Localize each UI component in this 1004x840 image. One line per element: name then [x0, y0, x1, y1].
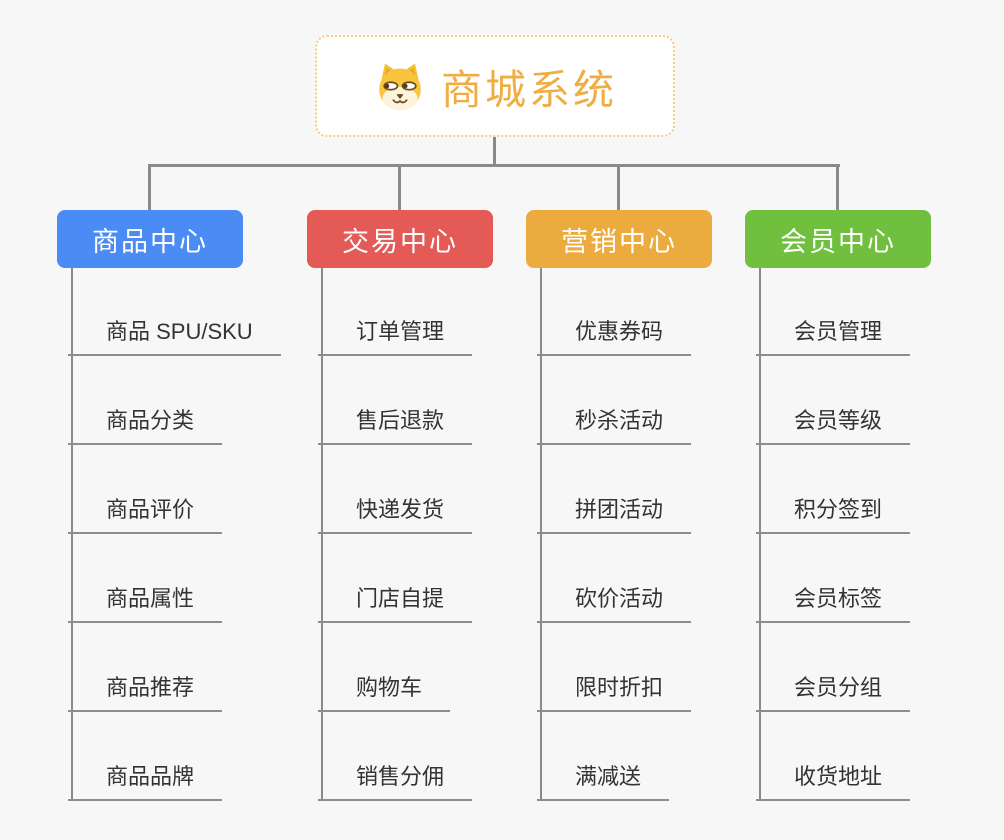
- leaf-row: 商品分类: [68, 356, 281, 445]
- leaf-row: 会员等级: [756, 356, 911, 445]
- leaf-row: 商品评价: [68, 445, 281, 534]
- leaf-row: 秒杀活动: [537, 356, 692, 445]
- leaf-topic[interactable]: 满减送: [537, 759, 670, 801]
- leaf-topic[interactable]: 售后退款: [318, 403, 473, 445]
- leaf-row: 满减送: [537, 712, 691, 801]
- leaf-row: 商品 SPU/SKU: [68, 267, 281, 356]
- leaf-topic[interactable]: 销售分佣: [318, 759, 473, 801]
- root-stem-line: [493, 137, 496, 165]
- leaf-column-marketing: 优惠券码 秒杀活动 拼团活动 砍价活动 限时折扣 满减送: [537, 267, 692, 801]
- leaf-topic[interactable]: 会员分组: [756, 670, 911, 712]
- leaf-column-products: 商品 SPU/SKU 商品分类 商品评价 商品属性 商品推荐 商品品牌: [68, 267, 281, 801]
- leaf-row: 商品推荐: [68, 623, 281, 712]
- leaf-topic[interactable]: 砍价活动: [537, 581, 692, 623]
- leaf-row: 会员分组: [756, 623, 911, 712]
- branch-drop-line-1: [148, 164, 151, 210]
- leaf-topic[interactable]: 收货地址: [756, 759, 911, 801]
- leaf-row: 订单管理: [318, 267, 473, 356]
- leaf-topic[interactable]: 快递发货: [318, 492, 473, 534]
- leaf-topic[interactable]: 秒杀活动: [537, 403, 692, 445]
- leaf-row: 商品品牌: [68, 712, 281, 801]
- leaf-topic[interactable]: 优惠券码: [537, 314, 692, 356]
- leaf-topic[interactable]: 会员等级: [756, 403, 911, 445]
- leaf-row: 优惠券码: [537, 267, 692, 356]
- leaf-topic[interactable]: 商品推荐: [68, 670, 223, 712]
- leaf-topic[interactable]: 商品评价: [68, 492, 223, 534]
- branch-topic-trade[interactable]: 交易中心: [307, 210, 493, 268]
- leaf-row: 拼团活动: [537, 445, 692, 534]
- leaf-row: 销售分佣: [318, 712, 473, 801]
- leaf-topic[interactable]: 商品品牌: [68, 759, 223, 801]
- branch-drop-line-3: [617, 164, 620, 210]
- branch-topic-members[interactable]: 会员中心: [745, 210, 931, 268]
- leaf-row: 会员标签: [756, 534, 911, 623]
- leaf-topic[interactable]: 订单管理: [318, 314, 473, 356]
- branch-drop-line-4: [836, 164, 839, 210]
- leaf-topic[interactable]: 限时折扣: [537, 670, 692, 712]
- leaf-column-trade: 订单管理 售后退款 快递发货 门店自提 购物车 销售分佣: [318, 267, 473, 801]
- root-topic-label: 商城系统: [441, 67, 617, 113]
- leaf-row: 限时折扣: [537, 623, 692, 712]
- branch-topic-marketing[interactable]: 营销中心: [526, 210, 712, 268]
- leaf-row: 积分签到: [756, 445, 911, 534]
- leaf-row: 售后退款: [318, 356, 473, 445]
- leaf-topic[interactable]: 商品属性: [68, 581, 223, 623]
- shiba-dog-face-icon: [379, 63, 421, 111]
- leaf-row: 快递发货: [318, 445, 473, 534]
- branch-bus-line: [148, 164, 840, 167]
- leaf-topic[interactable]: 购物车: [318, 670, 451, 712]
- leaf-topic[interactable]: 商品 SPU/SKU: [68, 314, 281, 356]
- branch-drop-line-2: [398, 164, 401, 210]
- leaf-topic[interactable]: 拼团活动: [537, 492, 692, 534]
- leaf-row: 门店自提: [318, 534, 473, 623]
- root-topic[interactable]: 商城系统: [315, 35, 675, 137]
- leaf-row: 会员管理: [756, 267, 911, 356]
- leaf-row: 购物车: [318, 623, 472, 712]
- leaf-topic[interactable]: 商品分类: [68, 403, 223, 445]
- leaf-row: 商品属性: [68, 534, 281, 623]
- leaf-topic[interactable]: 门店自提: [318, 581, 473, 623]
- leaf-row: 砍价活动: [537, 534, 692, 623]
- branch-topic-products[interactable]: 商品中心: [57, 210, 243, 268]
- leaf-topic[interactable]: 积分签到: [756, 492, 911, 534]
- leaf-column-members: 会员管理 会员等级 积分签到 会员标签 会员分组 收货地址: [756, 267, 911, 801]
- leaf-row: 收货地址: [756, 712, 911, 801]
- leaf-topic[interactable]: 会员管理: [756, 314, 911, 356]
- leaf-topic[interactable]: 会员标签: [756, 581, 911, 623]
